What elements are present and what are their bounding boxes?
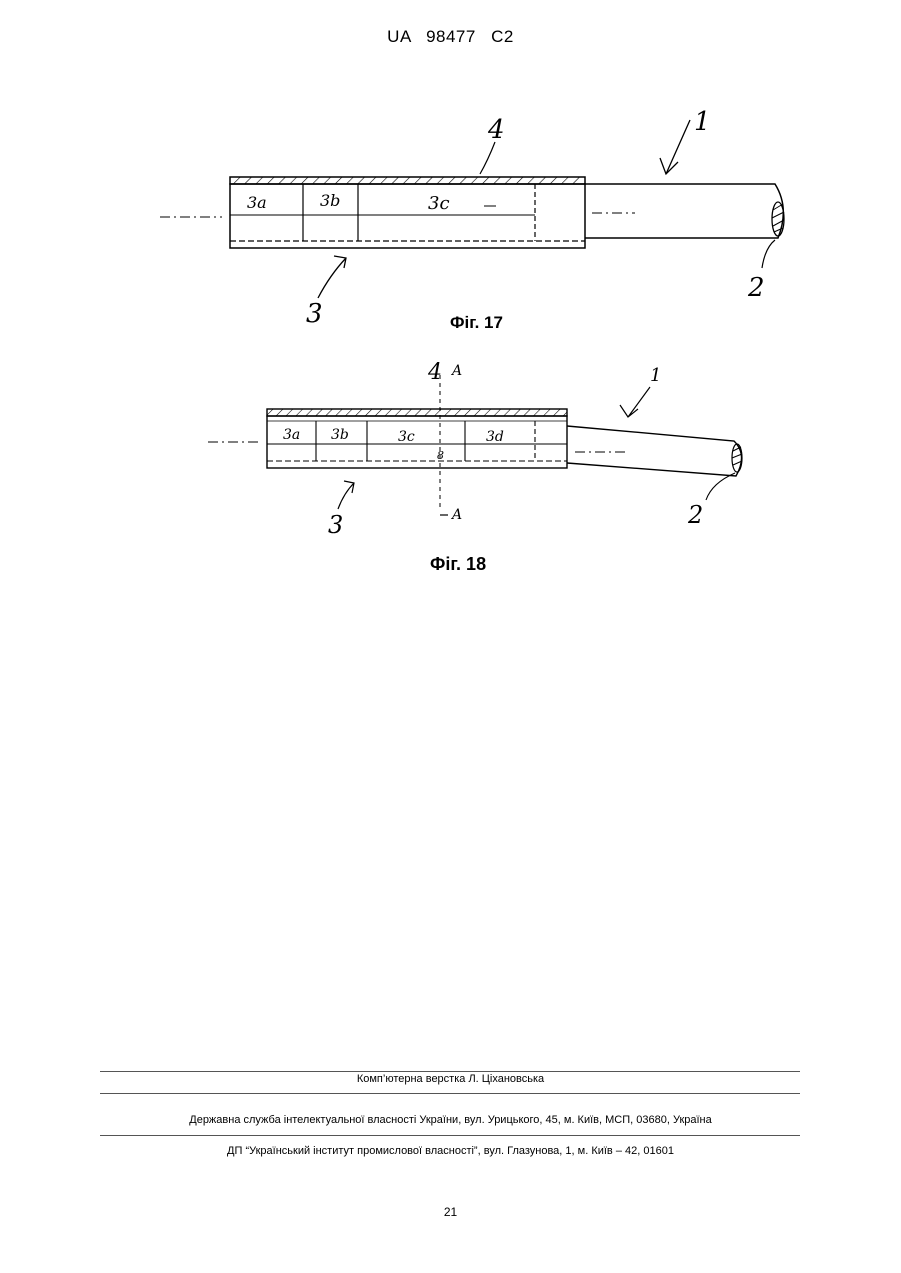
wire-end-2 xyxy=(732,444,742,472)
section-label-top: A xyxy=(450,363,462,379)
sheath-body xyxy=(267,416,567,468)
label-3: 3 xyxy=(306,299,323,329)
institute-address: ДП “Український інститут промислової вла… xyxy=(0,1145,901,1157)
segment-label-3c: 3c xyxy=(398,429,415,445)
footer-rule-1 xyxy=(100,1071,800,1072)
label-1: 1 xyxy=(650,365,661,386)
label-4: 4 xyxy=(487,115,505,145)
agency-address: Державна служба інтелектуальної власност… xyxy=(0,1114,901,1126)
segment-label-3c: 3c xyxy=(428,193,450,214)
footer-rule-3 xyxy=(100,1135,800,1136)
svg-text:8: 8 xyxy=(437,449,444,462)
segment-label-3b: 3b xyxy=(320,191,340,210)
label-3: 3 xyxy=(328,511,343,539)
figure-17-caption: Фіг. 17 xyxy=(450,313,503,333)
figure-18-svg: A A 3a 3b 3c 3d 8 4 1 3 2 xyxy=(0,355,901,545)
figure-18-drawing: A A 3a 3b 3c 3d 8 4 1 3 2 xyxy=(0,355,901,545)
figure-17-svg: 3a 3b 3c 4 1 3 2 xyxy=(0,100,901,340)
segment-label-3a: 3a xyxy=(247,193,267,212)
coating-strip xyxy=(267,409,567,416)
tube-1 xyxy=(585,184,783,238)
sheath-body xyxy=(230,184,585,248)
patent-number-header: UA 98477 C2 xyxy=(0,27,901,47)
figure-17-drawing: 3a 3b 3c 4 1 3 2 xyxy=(0,100,901,340)
figure-18-caption: Фіг. 18 xyxy=(430,554,486,575)
page-number: 21 xyxy=(0,1205,901,1219)
label-2: 2 xyxy=(747,273,765,303)
segment-label-3b: 3b xyxy=(331,427,349,443)
label-2: 2 xyxy=(687,501,703,529)
section-label-bottom: A xyxy=(450,507,462,523)
segment-label-3d: 3d xyxy=(486,429,504,445)
layout-credit: Комп’ютерна верстка Л. Ціхановська xyxy=(0,1073,901,1085)
footer-rule-2 xyxy=(100,1093,800,1094)
segment-label-3a: 3a xyxy=(283,427,300,443)
label-4: 4 xyxy=(427,360,442,385)
label-1: 1 xyxy=(694,107,711,137)
coating-strip xyxy=(230,177,585,184)
tube-1 xyxy=(567,426,742,476)
